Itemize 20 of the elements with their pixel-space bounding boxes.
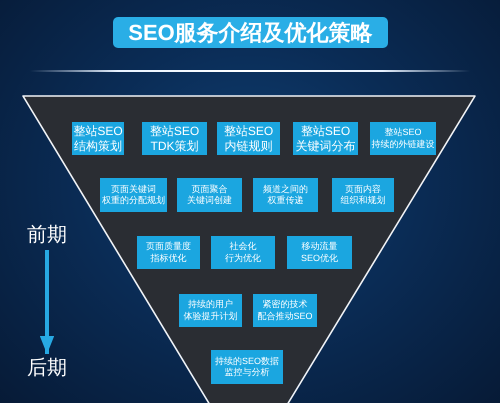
step-box: 页面质量度指标优化 (137, 236, 200, 269)
step-box: 整站SEO内链规则 (217, 122, 280, 155)
arrow (40, 250, 54, 354)
step-box: 紧密的技术配合推动SEO (253, 294, 317, 327)
step-box: 页面内容组织和规划 (332, 178, 394, 212)
step-box: 整站SEO TDK策划 (142, 122, 207, 155)
phase-label: 前期 (24, 222, 70, 248)
funnel-shape (22, 95, 476, 403)
step-box: 页面关键词权重的分配规划 (100, 178, 167, 212)
step-box: 整站SEO结构策划 (72, 122, 124, 155)
step-box: 页面聚合关键词创建 (177, 178, 242, 212)
step-box: 社会化行为优化 (211, 236, 275, 269)
step-box: 移动流量SEO优化 (287, 236, 352, 269)
phase-label: 后期 (24, 355, 70, 381)
title-banner: SEO服务介绍及优化策略 (113, 17, 388, 48)
step-box: 持续的SEO数据监控与分析 (211, 350, 283, 384)
step-box: 频道之间的权重传递 (253, 178, 318, 212)
step-box: 整站SEO持续的外链建设 (370, 122, 436, 155)
step-box: 整站SEO关键词分布 (293, 122, 358, 155)
step-box: 持续的用户体验提升计划 (179, 294, 242, 327)
